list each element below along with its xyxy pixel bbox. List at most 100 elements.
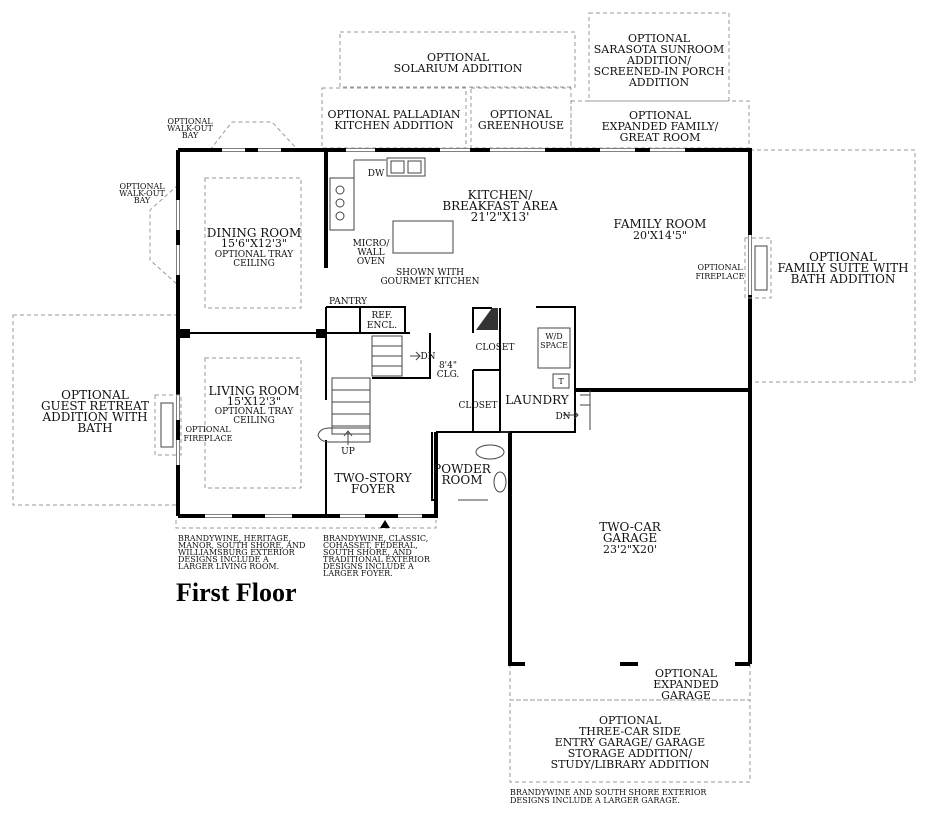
svg-text:OPTIONAL: OPTIONAL xyxy=(697,263,743,272)
ref-encl-label: REF. ENCL. xyxy=(367,311,397,331)
family-suite-label: OPTIONAL FAMILY SUITE WITH BATH ADDITION xyxy=(777,250,908,286)
palladian-label: OPTIONAL PALLADIAN KITCHEN ADDITION xyxy=(327,108,460,132)
walkout-bay-top-label: OPTIONAL WALK-OUT BAY xyxy=(167,117,213,140)
walkout-bay-side-outline xyxy=(149,184,179,286)
closet-mid-label: CLOSET xyxy=(459,401,498,411)
svg-text:BRANDYWINE AND SOUTH SHORE EXT: BRANDYWINE AND SOUTH SHORE EXTERIOR xyxy=(510,788,707,797)
expanded-garage-label: OPTIONAL EXPANDED GARAGE xyxy=(653,667,719,702)
garage-label: TWO-CAR GARAGE 23'2"X20' xyxy=(599,520,662,556)
kitchen-label: KITCHEN/ BREAKFAST AREA 21'2"X13' xyxy=(442,188,558,224)
svg-text:CEILING: CEILING xyxy=(233,259,275,269)
svg-text:WALK-OUT: WALK-OUT xyxy=(167,124,213,133)
svg-text:EXPANDED: EXPANDED xyxy=(653,678,719,691)
svg-text:ENCL.: ENCL. xyxy=(367,321,397,331)
three-car-label: OPTIONAL THREE-CAR SIDE ENTRY GARAGE/ GA… xyxy=(551,714,710,771)
interior-walls xyxy=(178,306,576,516)
svg-text:TRADITIONAL EXTERIOR: TRADITIONAL EXTERIOR xyxy=(323,555,431,564)
svg-text:OPTIONAL: OPTIONAL xyxy=(629,109,692,122)
kitchen-island xyxy=(392,220,454,254)
svg-text:OPTIONAL: OPTIONAL xyxy=(655,667,718,680)
svg-text:W/D: W/D xyxy=(545,332,562,341)
svg-text:OPTIONAL: OPTIONAL xyxy=(61,388,129,402)
svg-text:DESIGNS INCLUDE A: DESIGNS INCLUDE A xyxy=(178,555,269,564)
svg-text:KITCHEN ADDITION: KITCHEN ADDITION xyxy=(334,119,454,132)
stair-up-label: UP xyxy=(341,447,355,457)
svg-text:DINING ROOM: DINING ROOM xyxy=(207,226,302,240)
svg-text:OPTIONAL: OPTIONAL xyxy=(599,714,662,727)
svg-text:MICRO/: MICRO/ xyxy=(353,239,391,249)
stair-dn-label: DN xyxy=(420,352,435,362)
svg-text:WALK-OUT: WALK-OUT xyxy=(119,189,165,198)
closet-top-label: CLOSET xyxy=(476,343,515,353)
living-extension-outline xyxy=(175,520,437,529)
svg-text:LIVING ROOM: LIVING ROOM xyxy=(208,384,299,398)
svg-text:FAMILY ROOM: FAMILY ROOM xyxy=(614,217,707,231)
svg-text:SPACE: SPACE xyxy=(540,341,568,350)
svg-text:23'2"X20': 23'2"X20' xyxy=(603,543,657,556)
svg-text:OVEN: OVEN xyxy=(357,257,385,267)
garage-exterior-note: BRANDYWINE AND SOUTH SHORE EXTERIOR DESI… xyxy=(510,788,707,805)
svg-text:STUDY/LIBRARY ADDITION: STUDY/LIBRARY ADDITION xyxy=(551,758,710,771)
t-label: T xyxy=(558,377,564,386)
living-fireplace-label: OPTIONAL FIREPLACE xyxy=(183,425,232,443)
dining-tray-ceiling xyxy=(204,177,302,309)
expanded-family-label: OPTIONAL EXPANDED FAMILY/ GREAT ROOM xyxy=(602,109,719,144)
svg-text:WALL: WALL xyxy=(357,248,384,258)
dw-label: DW xyxy=(368,169,385,179)
ceiling-height-label: 8'4" CLG. xyxy=(437,361,460,380)
svg-text:ENTRY GARAGE/ GARAGE: ENTRY GARAGE/ GARAGE xyxy=(555,736,705,749)
svg-text:ADDITION: ADDITION xyxy=(628,76,690,89)
svg-text:GUEST RETREAT: GUEST RETREAT xyxy=(41,399,149,413)
svg-text:FOYER: FOYER xyxy=(351,482,396,496)
closet-laundry-fixtures xyxy=(476,308,591,430)
svg-text:THREE-CAR SIDE: THREE-CAR SIDE xyxy=(579,725,681,738)
greenhouse-label: OPTIONAL GREENHOUSE xyxy=(478,108,564,132)
svg-text:WILLIAMSBURG EXTERIOR: WILLIAMSBURG EXTERIOR xyxy=(178,548,296,557)
living-exterior-note: BRANDYWINE, HERITAGE, MANOR, SOUTH SHORE… xyxy=(178,534,305,571)
svg-text:OPTIONAL: OPTIONAL xyxy=(185,425,231,434)
family-suite-outline xyxy=(749,149,916,383)
walkout-bay-side-label: OPTIONAL WALK-OUT BAY xyxy=(119,182,165,205)
svg-text:LARGER LIVING ROOM.: LARGER LIVING ROOM. xyxy=(178,562,279,571)
svg-text:SOUTH SHORE, AND: SOUTH SHORE, AND xyxy=(323,548,412,557)
svg-text:20'X14'5": 20'X14'5" xyxy=(633,229,687,242)
svg-text:ADDITION WITH: ADDITION WITH xyxy=(41,410,147,424)
foyer-label: TWO-STORY FOYER xyxy=(334,471,412,496)
svg-text:SARASOTA SUNROOM: SARASOTA SUNROOM xyxy=(594,43,724,56)
svg-text:GREENHOUSE: GREENHOUSE xyxy=(478,119,564,132)
front-entry-arrow xyxy=(380,520,390,528)
svg-text:OPTIONAL: OPTIONAL xyxy=(427,51,490,64)
svg-text:DESIGNS INCLUDE A: DESIGNS INCLUDE A xyxy=(323,562,414,571)
svg-text:COHASSET, FEDERAL,: COHASSET, FEDERAL, xyxy=(323,541,418,550)
powder-fixtures xyxy=(475,444,507,493)
svg-text:15'X12'3": 15'X12'3" xyxy=(227,395,281,408)
svg-text:OPTIONAL PALLADIAN: OPTIONAL PALLADIAN xyxy=(327,108,460,121)
living-room-label: LIVING ROOM 15'X12'3" OPTIONAL TRAY CEIL… xyxy=(208,384,299,426)
svg-text:OPTIONAL: OPTIONAL xyxy=(167,117,213,126)
svg-text:GREAT ROOM: GREAT ROOM xyxy=(620,131,701,144)
svg-text:SHOWN WITH: SHOWN WITH xyxy=(396,268,464,278)
svg-text:OPTIONAL TRAY: OPTIONAL TRAY xyxy=(215,250,294,260)
walkout-bay-top-outline xyxy=(209,121,299,151)
kitchen-fixtures xyxy=(329,157,454,254)
sunroom-label: OPTIONAL SARASOTA SUNROOM ADDITION/ SCRE… xyxy=(594,32,725,89)
optional-additions-outlines xyxy=(12,12,916,783)
svg-text:8'4": 8'4" xyxy=(439,361,457,371)
exterior-walls xyxy=(176,148,752,666)
svg-text:OPTIONAL: OPTIONAL xyxy=(119,182,165,191)
svg-text:KITCHEN/: KITCHEN/ xyxy=(468,188,534,202)
svg-text:BRANDYWINE, HERITAGE,: BRANDYWINE, HERITAGE, xyxy=(178,534,291,543)
svg-text:OPTIONAL: OPTIONAL xyxy=(809,250,877,264)
svg-text:GARAGE: GARAGE xyxy=(603,531,657,545)
svg-text:OPTIONAL: OPTIONAL xyxy=(490,108,553,121)
svg-text:FIREPLACE: FIREPLACE xyxy=(695,272,744,281)
three-car-outline xyxy=(509,699,751,783)
living-tray-ceiling xyxy=(204,357,302,489)
svg-text:21'2"X13': 21'2"X13' xyxy=(471,210,530,224)
svg-text:OPTIONAL TRAY: OPTIONAL TRAY xyxy=(215,407,294,417)
svg-text:POWDER: POWDER xyxy=(433,462,492,476)
svg-text:STORAGE ADDITION/: STORAGE ADDITION/ xyxy=(568,747,693,760)
micro-oven-label: MICRO/ WALL OVEN xyxy=(353,239,391,267)
svg-text:TWO-STORY: TWO-STORY xyxy=(334,471,412,485)
